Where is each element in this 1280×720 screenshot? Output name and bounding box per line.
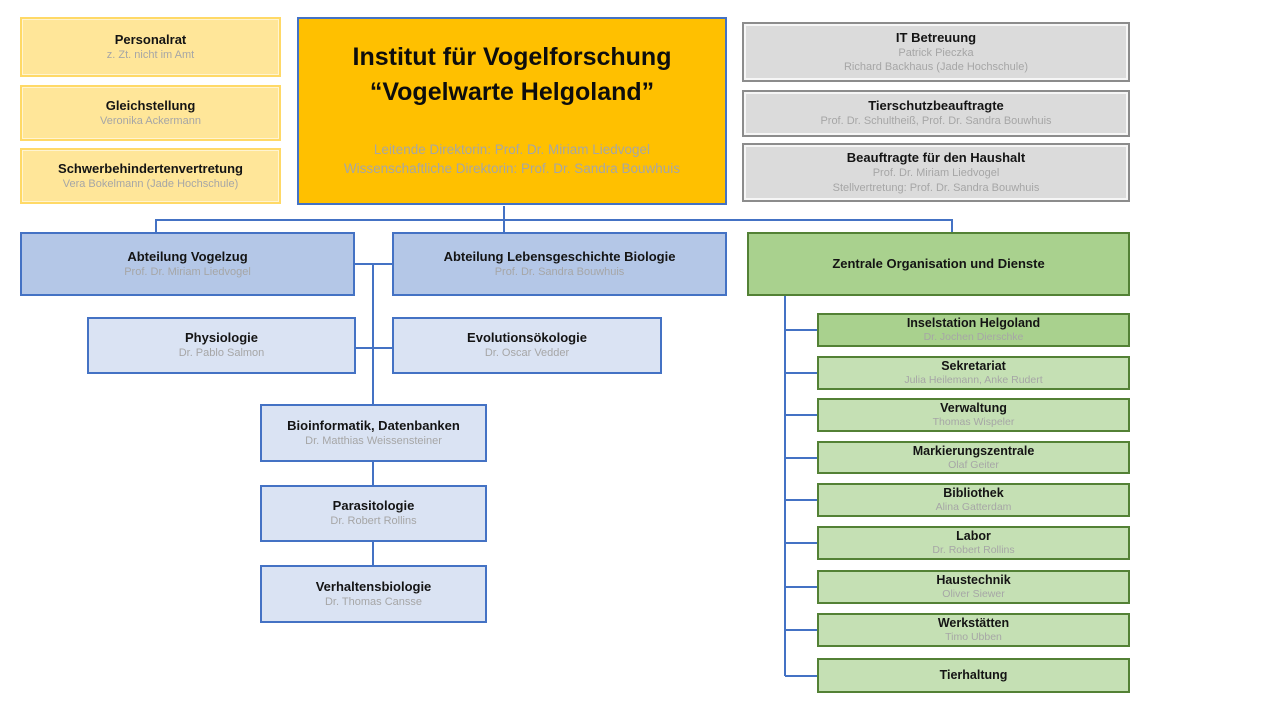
box-person: Alina Gatterdam (935, 501, 1012, 514)
box-title: Abteilung Lebensgeschichte Biologie (443, 248, 676, 264)
box-inselstation: Inselstation Helgoland Dr. Jochen Diersc… (817, 313, 1130, 347)
box-person: Oliver Siewer (942, 588, 1005, 601)
box-person: Julia Heilemann, Anke Rudert (904, 374, 1043, 387)
box-person: Dr. Robert Rollins (330, 515, 417, 528)
box-title: Bioinformatik, Datenbanken (287, 417, 460, 433)
institute-title: Institut für Vogelforschung “Vogelwarte … (353, 40, 672, 109)
box-title: Tierhaltung (939, 668, 1008, 682)
institute-title-line2: “Vogelwarte Helgoland” (369, 77, 655, 106)
box-title: Zentrale Organisation und Dienste (832, 256, 1045, 272)
box-person: Dr. Robert Rollins (932, 544, 1015, 557)
box-labor: Labor Dr. Robert Rollins (817, 526, 1130, 560)
box-person: Patrick Pieczka (898, 46, 974, 59)
box-title: Physiologie (185, 330, 258, 346)
box-evolutionsoekologie: Evolutionsökologie Dr. Oscar Vedder (392, 317, 662, 374)
box-title: Gleichstellung (105, 97, 196, 113)
box-personalrat: Personalrat z. Zt. nicht im Amt (20, 17, 281, 77)
box-person: Prof. Dr. Schultheiß, Prof. Dr. Sandra B… (820, 115, 1052, 128)
box-person: Dr. Thomas Cansse (324, 595, 422, 608)
box-person: Prof. Dr. Miriam Liedvogel (124, 265, 251, 278)
box-abteilung-vogelzug: Abteilung Vogelzug Prof. Dr. Miriam Lied… (20, 232, 355, 296)
box-title: Schwerbehindertenvertretung (58, 160, 243, 176)
box-schwerbehindertenvertretung: Schwerbehindertenvertretung Vera Bokelma… (20, 148, 281, 204)
box-title: Verwaltung (940, 401, 1007, 416)
box-parasitologie: Parasitologie Dr. Robert Rollins (260, 485, 487, 542)
box-person: Dr. Matthias Weissensteiner (305, 434, 442, 447)
box-werkstaetten: Werkstätten Timo Ubben (817, 613, 1130, 647)
box-person: Prof. Dr. Sandra Bouwhuis (494, 265, 625, 278)
box-tierschutzbeauftragte: Tierschutzbeauftragte Prof. Dr. Schulthe… (742, 90, 1130, 137)
box-title: IT Betreuung (895, 29, 977, 45)
box-haustechnik: Haustechnik Oliver Siewer (817, 570, 1130, 604)
box-tierhaltung: Tierhaltung (817, 658, 1130, 693)
institute-directors: Leitende Direktorin: Prof. Dr. Miriam Li… (344, 140, 680, 178)
box-person: Olaf Geiter (948, 458, 999, 471)
box-title: Inselstation Helgoland (906, 316, 1041, 331)
box-verwaltung: Verwaltung Thomas Wispeler (817, 398, 1130, 432)
director-line1: Leitende Direktorin: Prof. Dr. Miriam Li… (373, 142, 651, 157)
box-person: Dr. Oscar Vedder (484, 347, 570, 360)
box-title: Bibliothek (943, 486, 1004, 501)
box-person: Richard Backhaus (Jade Hochschule) (843, 61, 1029, 74)
box-gleichstellung: Gleichstellung Veronika Ackermann (20, 85, 281, 141)
box-zentrale-organisation: Zentrale Organisation und Dienste (747, 232, 1130, 296)
box-title: Markierungszentrale (912, 443, 1035, 458)
box-person: Thomas Wispeler (932, 416, 1015, 429)
box-title: Abteilung Vogelzug (127, 248, 248, 264)
box-title: Sekretariat (941, 359, 1006, 374)
box-title: Beauftragte für den Haushalt (846, 150, 1026, 166)
box-title: Evolutionsökologie (467, 330, 587, 346)
box-title: Verhaltensbiologie (315, 578, 432, 594)
box-title: Werkstätten (937, 616, 1010, 631)
box-verhaltensbiologie: Verhaltensbiologie Dr. Thomas Cansse (260, 565, 487, 623)
box-person: Veronika Ackermann (100, 114, 201, 127)
box-title: Parasitologie (332, 498, 415, 514)
box-person: Dr. Jochen Dierschke (923, 331, 1024, 344)
director-line2: Wissenschaftliche Direktorin: Prof. Dr. … (343, 161, 681, 177)
box-title: Labor (956, 529, 991, 544)
box-bibliothek: Bibliothek Alina Gatterdam (817, 483, 1130, 517)
institute-title-line1: Institut für Vogelforschung (352, 43, 672, 71)
box-markierungszentrale: Markierungszentrale Olaf Geiter (817, 441, 1130, 474)
box-physiologie: Physiologie Dr. Pablo Salmon (87, 317, 356, 374)
box-person: Vera Bokelmann (Jade Hochschule) (62, 177, 239, 190)
box-person: z. Zt. nicht im Amt (106, 48, 195, 61)
box-person: Stellvertretung: Prof. Dr. Sandra Bouwhu… (832, 181, 1040, 194)
box-title: Haustechnik (936, 573, 1011, 588)
box-sekretariat: Sekretariat Julia Heilemann, Anke Rudert (817, 356, 1130, 390)
box-title: Personalrat (114, 31, 187, 47)
box-title: Tierschutzbeauftragte (868, 98, 1004, 114)
box-person: Timo Ubben (945, 631, 1002, 644)
box-person: Dr. Pablo Salmon (178, 347, 265, 360)
box-beauftragte-haushalt: Beauftragte für den Haushalt Prof. Dr. M… (742, 143, 1130, 202)
box-abteilung-lebensgeschichte: Abteilung Lebensgeschichte Biologie Prof… (392, 232, 727, 296)
box-person: Prof. Dr. Miriam Liedvogel (872, 167, 1000, 180)
box-institut-title: Institut für Vogelforschung “Vogelwarte … (297, 17, 727, 205)
box-it-betreuung: IT Betreuung Patrick Pieczka Richard Bac… (742, 22, 1130, 82)
box-bioinformatik: Bioinformatik, Datenbanken Dr. Matthias … (260, 404, 487, 462)
